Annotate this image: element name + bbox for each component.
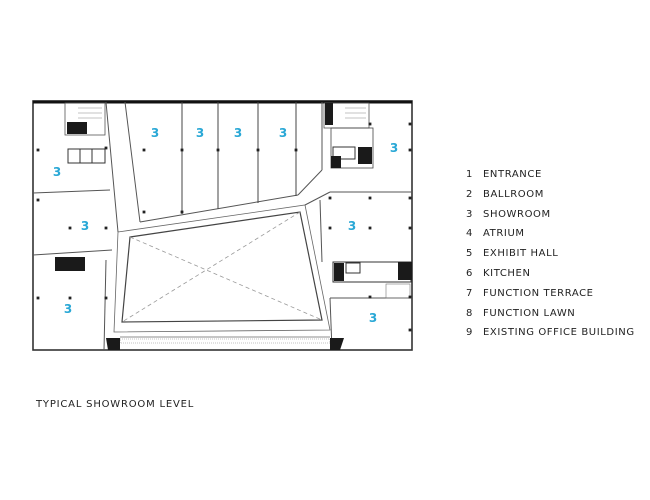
- legend-label: ENTRANCE: [483, 169, 542, 180]
- corridor-wall: [124, 101, 141, 223]
- room-label-showroom-north-1: 3: [151, 126, 159, 140]
- structural-column: [142, 148, 146, 152]
- legend-item: 8 FUNCTION LAWN: [466, 304, 646, 324]
- legend-label: FUNCTION TERRACE: [483, 287, 594, 299]
- room-label-showroom-north-3: 3: [234, 126, 242, 140]
- legend-item: 9 EXISTING OFFICE BUILDING: [466, 323, 646, 343]
- legend-number: 2: [466, 188, 473, 200]
- legend-number: 1: [466, 169, 473, 180]
- terrace-edge: [119, 338, 331, 344]
- structural-column: [408, 196, 412, 200]
- structural-column: [104, 226, 108, 230]
- stair-core: [64, 102, 106, 136]
- structural-column: [368, 196, 372, 200]
- corridor-wall: [32, 189, 111, 194]
- structural-column: [36, 198, 40, 202]
- column-block: [330, 338, 344, 350]
- room-label-showroom-west-mid: 3: [81, 219, 89, 233]
- corridor-wall: [297, 169, 323, 196]
- room-label-showroom-east-mid: 3: [348, 219, 356, 233]
- stair-core: [385, 283, 411, 299]
- legend-number: 6: [466, 267, 473, 279]
- structural-column: [408, 328, 412, 332]
- corridor-wall: [103, 259, 107, 351]
- legend-label: EXHIBIT HALL: [483, 248, 559, 260]
- legend-label: BALLROOM: [483, 188, 544, 200]
- atrium-surround: [113, 204, 331, 333]
- legend-label: FUNCTION LAWN: [483, 307, 576, 319]
- room-label-showroom-nw: 3: [53, 165, 61, 179]
- legend-label: KITCHEN: [483, 267, 531, 279]
- plan-caption: TYPICAL SHOWROOM LEVEL: [36, 399, 195, 410]
- structural-column: [104, 296, 108, 300]
- legend-number: 4: [466, 228, 473, 240]
- elevator-core: [332, 146, 356, 160]
- service-room: [398, 262, 412, 280]
- structural-column: [408, 122, 412, 126]
- legend-number: 9: [466, 327, 473, 339]
- legend-item: 2 BALLROOM: [466, 185, 646, 205]
- elevator-core: [330, 127, 374, 169]
- atrium-diagonal: [121, 211, 301, 323]
- structural-column: [36, 296, 40, 300]
- structural-column: [68, 226, 72, 230]
- elevator-core: [358, 147, 372, 164]
- corridor-wall: [319, 199, 323, 263]
- structural-column: [36, 148, 40, 152]
- legend-label: EXISTING OFFICE BUILDING: [483, 327, 635, 339]
- corridor-wall: [105, 101, 119, 233]
- corridor-wall: [32, 249, 113, 256]
- legend-item: 6 KITCHEN: [466, 264, 646, 284]
- structural-column: [408, 148, 412, 152]
- structural-column: [216, 148, 220, 152]
- legend-number: 3: [466, 208, 473, 220]
- room-label-showroom-ne: 3: [390, 141, 398, 155]
- service-room: [334, 263, 344, 281]
- service-room: [55, 257, 85, 271]
- corridor-wall: [304, 191, 331, 206]
- room-label-showroom-se: 3: [369, 311, 377, 325]
- structural-column: [256, 148, 260, 152]
- structural-column: [294, 148, 298, 152]
- structural-column: [104, 146, 108, 150]
- stair-core: [67, 122, 87, 134]
- column-block: [106, 338, 120, 350]
- structural-column: [368, 295, 372, 299]
- legend-label: ATRIUM: [483, 228, 525, 240]
- structural-column: [328, 226, 332, 230]
- elevator-core: [67, 148, 106, 164]
- legend-label: SHOWROOM: [483, 208, 551, 220]
- structural-column: [368, 122, 372, 126]
- legend-number: 7: [466, 287, 473, 299]
- legend-item: 1 ENTRANCE: [466, 165, 646, 185]
- structural-column: [328, 196, 332, 200]
- room-label-showroom-north-4: 3: [279, 126, 287, 140]
- legend-number: 5: [466, 248, 473, 260]
- legend-item: 3 SHOWROOM: [466, 205, 646, 225]
- service-room: [345, 262, 361, 274]
- stair-core: [325, 103, 333, 125]
- room-label-showroom-sw: 3: [64, 302, 72, 316]
- structural-column: [408, 295, 412, 299]
- legend-number: 8: [466, 307, 473, 319]
- atrium-void: [121, 211, 323, 323]
- atrium-diagonal: [129, 236, 323, 321]
- corridor-wall: [139, 194, 299, 223]
- legend-item: 7 FUNCTION TERRACE: [466, 284, 646, 304]
- structural-column: [368, 226, 372, 230]
- legend-item: 5 EXHIBIT HALL: [466, 244, 646, 264]
- structural-column: [408, 226, 412, 230]
- structural-column: [180, 210, 184, 214]
- room-label-showroom-north-2: 3: [196, 126, 204, 140]
- legend-item: 4 ATRIUM: [466, 224, 646, 244]
- structural-column: [180, 148, 184, 152]
- structural-column: [68, 296, 72, 300]
- elevator-core: [331, 156, 341, 168]
- structural-column: [142, 210, 146, 214]
